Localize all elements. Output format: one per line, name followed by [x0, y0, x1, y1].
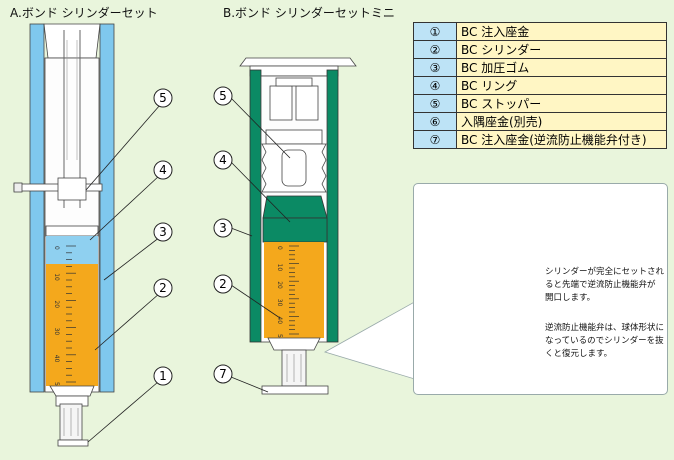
b-leaders [230, 97, 291, 393]
part-number: ⑦ [413, 130, 457, 149]
part-number: ① [413, 22, 457, 41]
cylinder-set-a: 01020304050 [13, 23, 115, 447]
title-a: A.ボンド シリンダーセット [10, 6, 158, 20]
note-top: シリンダーが完全にセットされ ると先端で逆流防止機能弁が 開口します。 [545, 266, 664, 305]
part-number: ⑤ [413, 94, 457, 113]
a-tick-label: 30 [53, 328, 60, 336]
title-b: B.ボンド シリンダーセットミニ [223, 6, 395, 20]
part-number: ④ [413, 76, 457, 95]
a-tick-label: 20 [53, 300, 60, 308]
part-name: BC ストッパー [456, 94, 667, 113]
part-name: BC シリンダー [456, 40, 667, 59]
a-ring [57, 177, 87, 201]
part-name: BC 注入座金(逆流防止機能弁付き) [456, 130, 667, 149]
b-base [261, 385, 329, 395]
b-tick-label: 40 [276, 316, 283, 324]
part-number: ⑥ [413, 112, 457, 131]
note-top-line-1: シリンダーが完全にセットされ [545, 267, 665, 277]
part-name: 入隅座金(別売) [456, 112, 667, 131]
b-rubber [262, 195, 328, 219]
callout-wedge [323, 299, 419, 381]
b-tick-label: 10 [276, 264, 283, 272]
a-tick-label: 0 [53, 246, 60, 250]
a-piston [45, 225, 99, 237]
a-tick-label: 40 [53, 355, 60, 363]
b-tick-label: 0 [276, 246, 283, 250]
b-scale: 01020304050 [276, 245, 299, 342]
a-leaders [85, 104, 161, 443]
part-number: ② [413, 40, 457, 59]
b-sleeve-right [326, 69, 339, 343]
part-number: ③ [413, 58, 457, 77]
a-fluid [46, 264, 98, 386]
part-name: BC 注入座金 [456, 22, 667, 41]
part-name: BC 加圧ゴム [456, 58, 667, 77]
cylinder-set-mini-b: 01020304050 [239, 57, 357, 395]
a-wall-right [99, 23, 115, 393]
valve-callout-box [413, 183, 668, 395]
note-top-line-3: 開口します。 [545, 293, 596, 303]
note-bottom-line-3: くと復元します。 [545, 349, 613, 359]
a-wall-left [29, 23, 45, 393]
b-tick-label: 30 [276, 299, 283, 307]
note-bottom: 逆流防止機能弁は、球体形状に なっているのでシリンダーを抜 くと復元します。 [545, 322, 664, 361]
b-tick-label: 20 [276, 281, 283, 289]
note-top-line-2: ると先端で逆流防止機能弁が [545, 280, 656, 290]
note-bottom-line-1: 逆流防止機能弁は、球体形状に [545, 323, 665, 333]
note-bottom-line-2: なっているのでシリンダーを抜 [545, 336, 664, 346]
a-tick-label: 10 [53, 273, 60, 281]
part-name: BC リング [456, 76, 667, 95]
